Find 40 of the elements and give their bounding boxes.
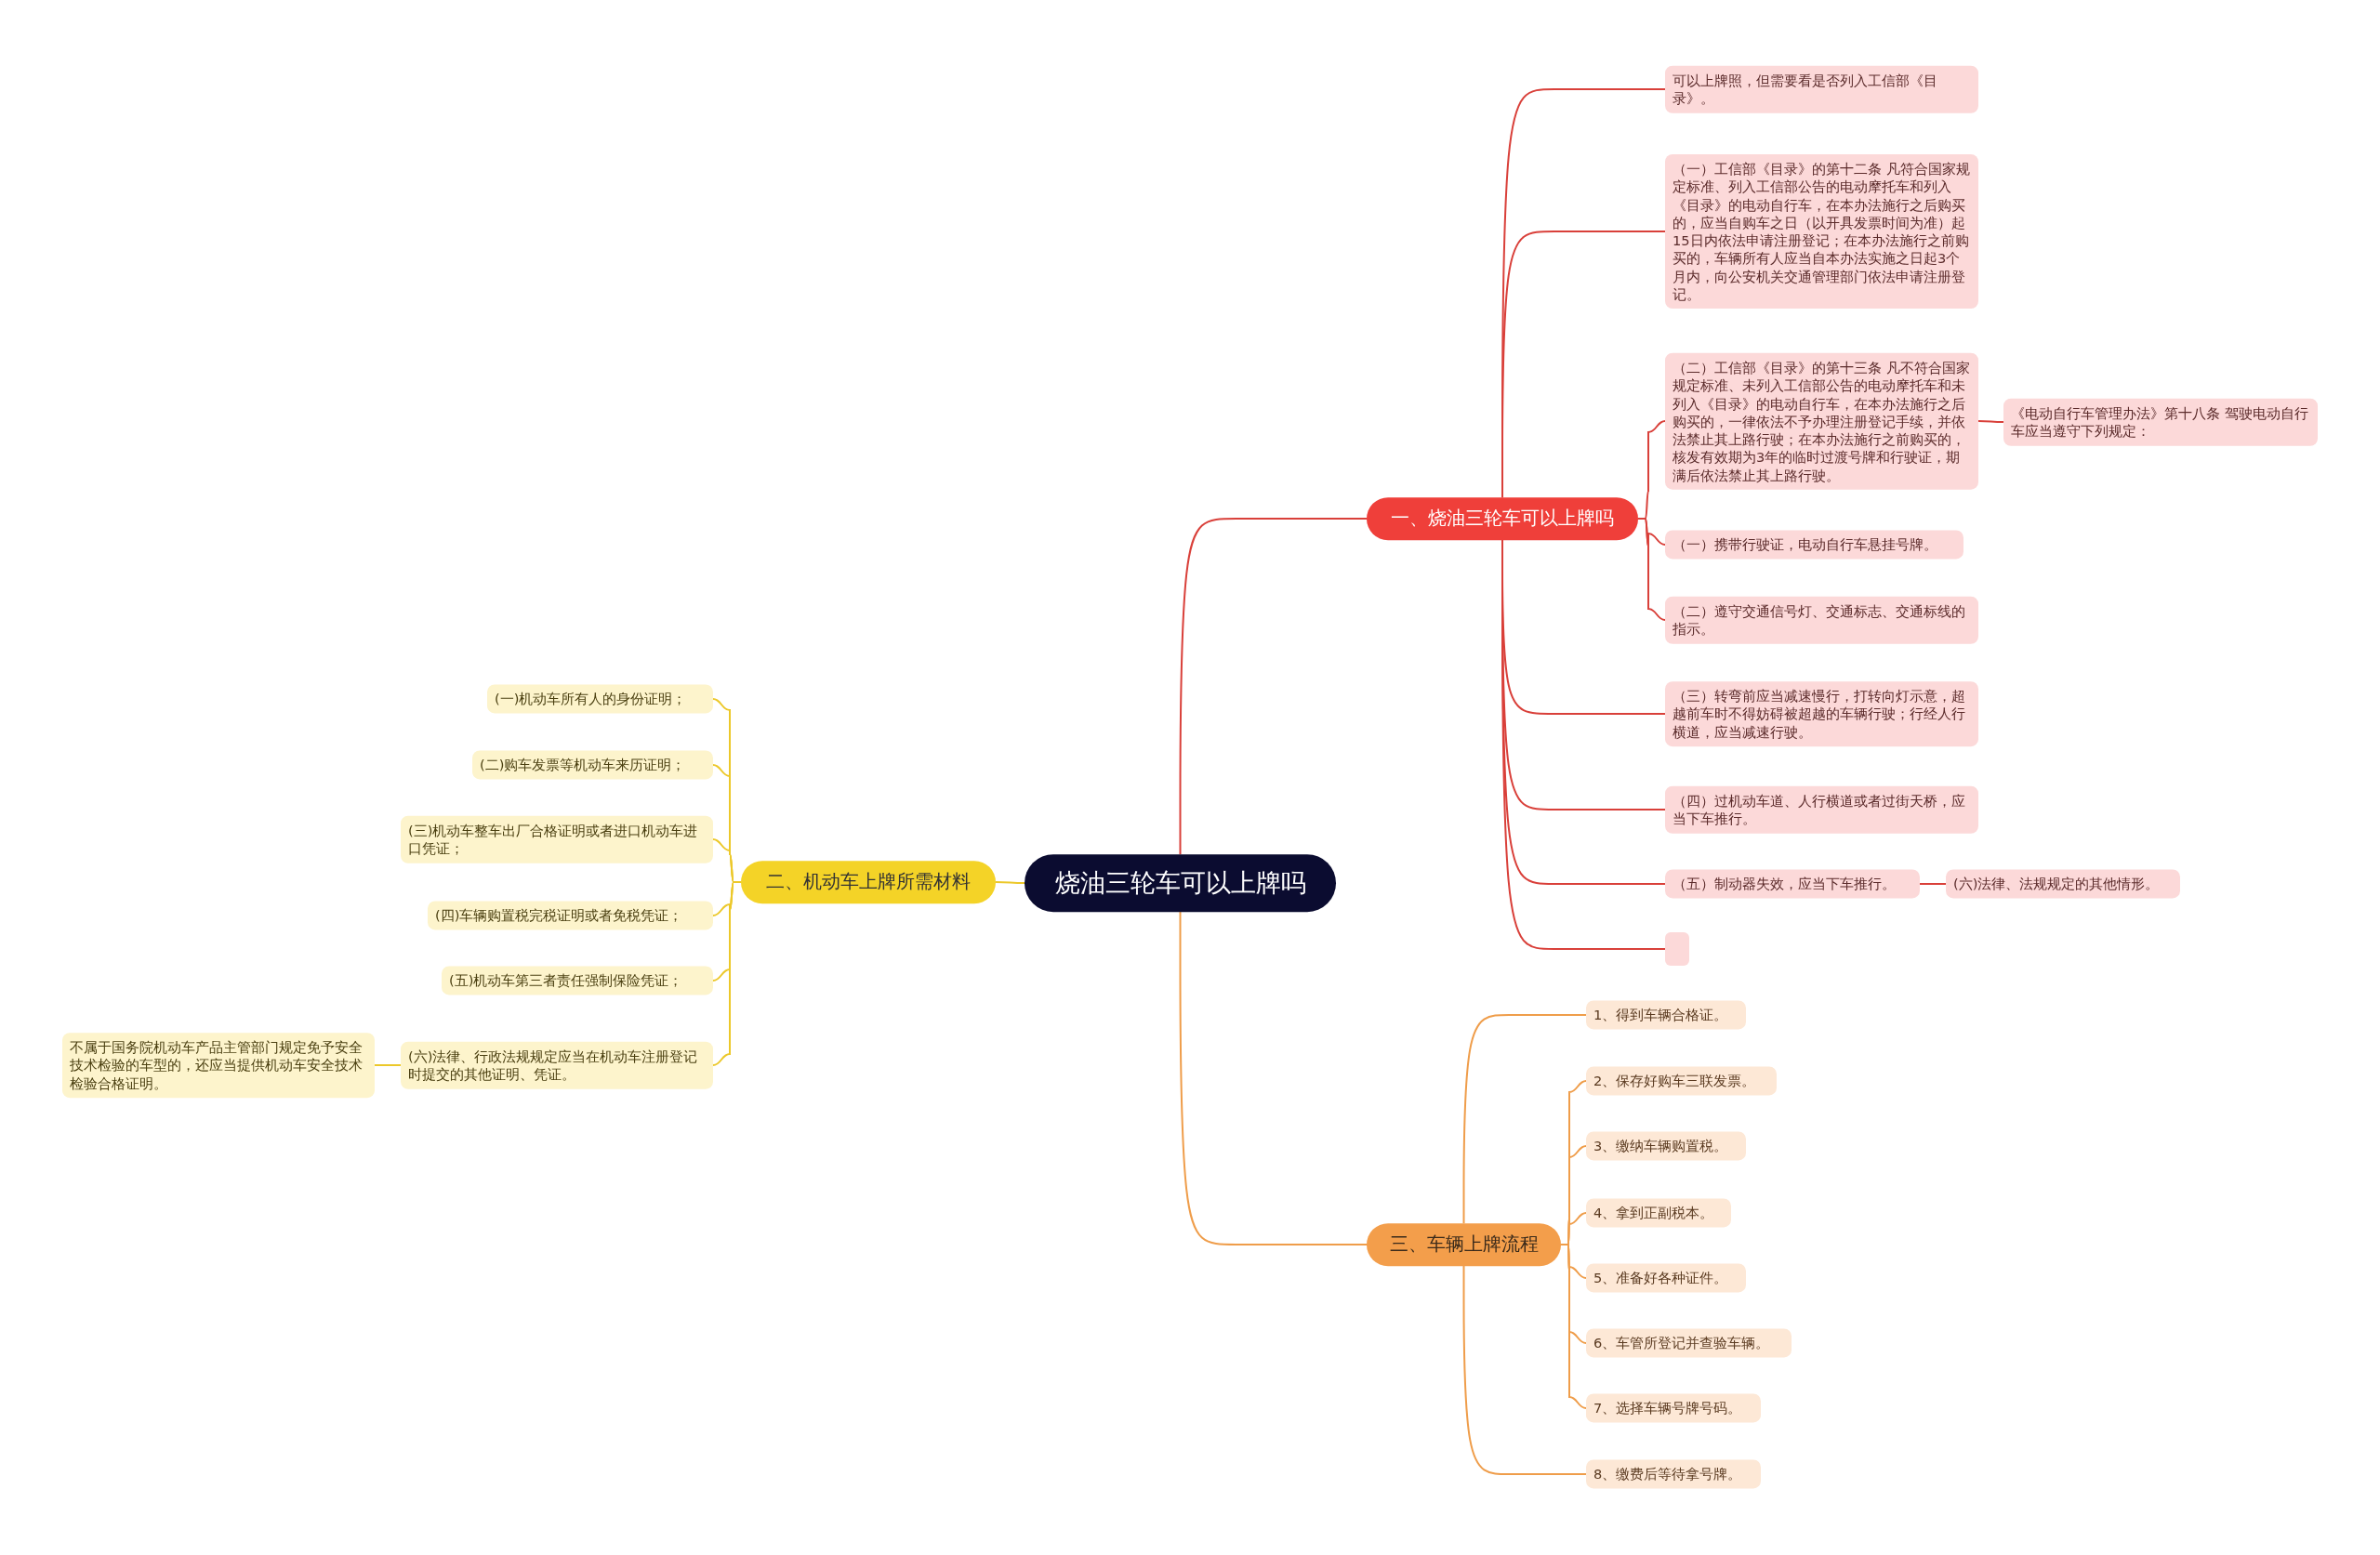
- connector-line: [1179, 910, 1368, 1245]
- topic-box: (六)法律、法规规定的其他情形。: [1946, 869, 2180, 899]
- topic-box: （二）遵守交通信号灯、交通标志、交通标线的指示。: [1665, 596, 1978, 644]
- connector-line: [1919, 883, 1947, 885]
- connector-line: [1462, 1014, 1587, 1225]
- topic-box: （五）制动器失效，应当下车推行。: [1665, 869, 1920, 899]
- topic-box: 8、缴费后等待拿号牌。: [1586, 1459, 1761, 1489]
- topic-box: 5、准备好各种证件。: [1586, 1263, 1746, 1293]
- topic-box: 4、拿到正副税本。: [1586, 1198, 1731, 1228]
- topic-box: 可以上牌照，但需要看是否列入工信部《目录》。: [1665, 65, 1978, 113]
- connector-line: [1637, 518, 1666, 621]
- empty-box: [1665, 932, 1689, 966]
- topic-box: （四）过机动车道、人行横道或者过街天桥，应当下车推行。: [1665, 785, 1978, 834]
- topic-box: 2、保存好购车三联发票。: [1586, 1066, 1777, 1096]
- connector-line: [712, 881, 742, 1066]
- connector-line: [1179, 518, 1368, 856]
- topic-box: 《电动自行车管理办法》第十八条 驾驶电动自行车应当遵守下列规定：: [2003, 398, 2318, 446]
- topic-box: (一)机动车所有人的身份证明；: [487, 684, 713, 714]
- connector-line: [374, 1064, 402, 1066]
- connector-line: [1462, 1264, 1587, 1475]
- topic-box: 7、选择车辆号牌号码。: [1586, 1393, 1761, 1423]
- topic-box: 1、得到车辆合格证。: [1586, 1000, 1746, 1030]
- topic-box: (五)机动车第三者责任强制保险凭证；: [442, 966, 713, 995]
- topic-box: （三）转弯前应当减速慢行，打转向灯示意，超越前车时不得妨碍被超越的车辆行驶；行经人行横道，应当减速行驶。: [1665, 681, 1978, 746]
- connector-line: [995, 881, 1025, 884]
- topic-box: 6、车管所登记并查验车辆。: [1586, 1328, 1792, 1358]
- topic-box: （二）工信部《目录》的第十三条 凡不符合国家规定标准、未列入工信部公告的电动摩托车和未列入《目录》的电动自行车，在本办法施行之后购买的，一律依法不予办理注册登记手续，并依法禁止其上路行驶；在本办法施行之前购买的，核发有效期为3年的临时过渡号牌和行驶证，期满后依法禁止其上路行驶。: [1665, 352, 1978, 490]
- topic-box: (六)法律、行政法规规定应当在机动车注册登记时提交的其他证明、凭证。: [401, 1041, 713, 1089]
- topic-box: 不属于国务院机动车产品主管部门规定免予安全技术检验的车型的，还应当提供机动车安全技术检验合格证明。: [62, 1033, 375, 1098]
- branch-topic: 二、机动车上牌所需材料: [741, 861, 996, 903]
- topic-box: (四)车辆购置税完税证明或者免税凭证；: [428, 901, 713, 930]
- central-topic: 烧油三轮车可以上牌吗: [1025, 854, 1336, 912]
- branch-topic: 三、车辆上牌流程: [1367, 1223, 1561, 1266]
- connector-line: [1977, 420, 2004, 423]
- topic-box: (二)购车发票等机动车来历证明；: [472, 750, 713, 780]
- topic-box: （一）携带行驶证，电动自行车悬挂号牌。: [1665, 530, 1964, 560]
- topic-box: 3、缴纳车辆购置税。: [1586, 1131, 1746, 1161]
- topic-box: （一）工信部《目录》的第十二条 凡符合国家规定标准、列入工信部公告的电动摩托车和列入《目录》的电动自行车，在本办法施行之后购买的，应当自购车之日（以开具发票时间为准）起15日内依法申请注册登记；在本办法施行之前购买的，车辆所有人应当自本办法实施之日起3个月内，向公安机关交通管理部门依法申请注册登记。: [1665, 154, 1978, 309]
- branch-topic: 一、烧油三轮车可以上牌吗: [1367, 497, 1638, 540]
- topic-box: (三)机动车整车出厂合格证明或者进口机动车进口凭证；: [401, 815, 713, 863]
